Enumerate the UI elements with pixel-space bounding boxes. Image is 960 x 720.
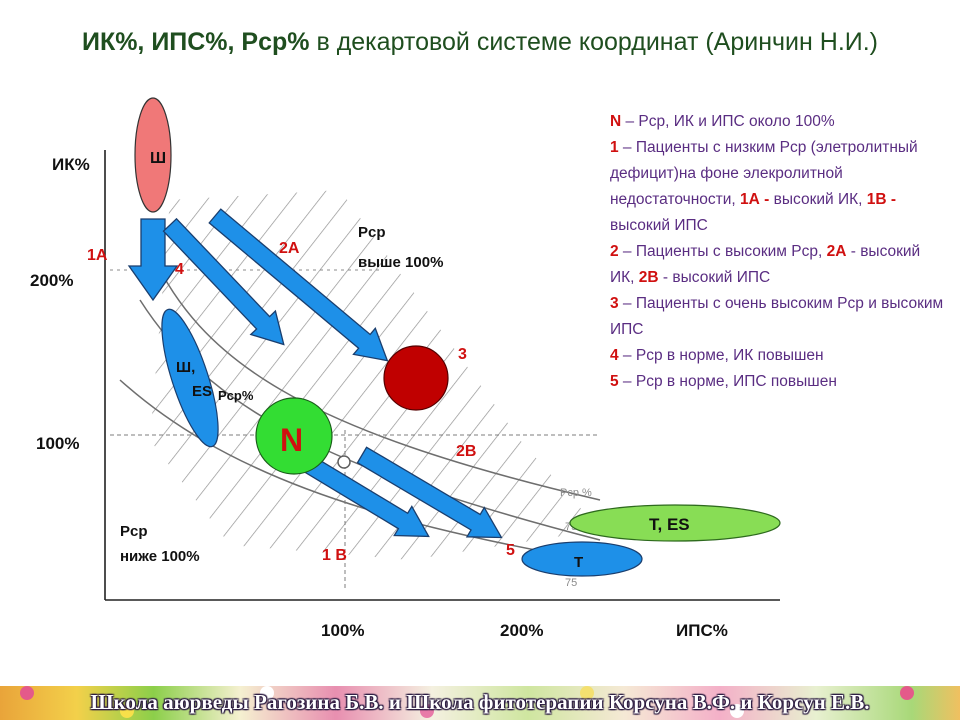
y-tick-100: 100% [36, 434, 79, 453]
legend-text: - высокий ИПС [658, 269, 771, 286]
arrow-2a [208, 208, 389, 362]
region-below-line2: ниже 100% [120, 548, 200, 565]
arrow-4 [162, 217, 285, 346]
region-below-line1: Рср [120, 523, 148, 540]
flower-icon [20, 686, 34, 700]
arrow-label-1b: 1 В [322, 547, 347, 564]
legend-item-5: 5 – Рср в норме, ИПС повышен [610, 369, 945, 395]
legend-text: – Пациенты с низким Рср (элетролитный де… [610, 139, 918, 208]
arrow-label-4: 4 [175, 261, 184, 278]
region-above-line1: Рср [358, 224, 386, 241]
legend-key: 2В [638, 269, 659, 286]
y-axis-label: ИК% [52, 155, 90, 174]
slide-title: ИК%, ИПС%, Рср% в декартовой системе коо… [0, 28, 960, 57]
flower-icon [580, 686, 594, 700]
nomogram-background: Рср % 75 75 [110, 190, 601, 590]
node-sh-es-label2: ES [192, 383, 212, 400]
legend-text: – Рср, ИК и ИПС около 100% [621, 113, 835, 130]
footer-text: Школа аюрведы Рагозина Б.В. и Школа фито… [90, 690, 870, 714]
node-t-label: T [574, 554, 583, 571]
arrow-label-1a: 1А [87, 247, 108, 264]
legend-panel: N – Рср, ИК и ИПС около 100% 1 – Пациент… [610, 109, 945, 395]
arrow-1b [296, 451, 430, 538]
flower-icon [730, 704, 744, 718]
legend-text: - высокий ИК, [610, 243, 921, 286]
legend-text: – Рср в норме, ИК повышен [618, 347, 824, 364]
flower-icon [420, 704, 434, 718]
legend-item-3: 3 – Пациенты с очень высоким Рср и высок… [610, 291, 945, 343]
y-tick-200: 200% [30, 271, 73, 290]
legend-text: высокий ИПС [610, 217, 708, 234]
x-tick-200: 200% [500, 621, 543, 640]
legend-text: – Пациенты с очень высоким Рср и высоким… [610, 295, 944, 338]
n-circle [255, 397, 333, 475]
cartesian-diagram: Рср % 75 75 ИК% 200% 100% 100% 200% ИПС%… [30, 97, 781, 640]
flower-icon [120, 704, 134, 718]
region-mid: Рср% [218, 388, 254, 403]
node-n-label: N [280, 422, 303, 458]
legend-text: – Пациенты с высоким Рср, [618, 243, 827, 260]
faint-label-3: 75 [565, 577, 577, 589]
flower-icon [900, 686, 914, 700]
arrow-2b [356, 446, 503, 539]
flower-icon [260, 686, 274, 700]
title-bold: ИК%, ИПС%, Рср% [81, 28, 310, 56]
legend-item-n: N – Рср, ИК и ИПС около 100% [610, 109, 945, 135]
title-rest: в декартовой системе координат (Аринчин … [309, 28, 879, 56]
node-t-es-label: T, ES [649, 515, 690, 534]
legend-key: 5 [610, 373, 619, 390]
arrow-label-5: 5 [506, 542, 515, 559]
legend-item-2: 2 – Пациенты с высоким Рср, 2А - высокий… [610, 239, 945, 291]
legend-key: N [610, 113, 622, 130]
arrow-label-2b: 2В [456, 443, 476, 460]
sh-es-ellipse [161, 308, 219, 448]
legend-text: – Рср в норме, ИПС повышен [618, 373, 837, 390]
legend-key: 1В - [866, 191, 897, 208]
x-axis-label: ИПС% [676, 621, 728, 640]
legend-key: 2А [826, 243, 847, 260]
axes [104, 150, 780, 601]
arrow-label-3: 3 [458, 346, 467, 363]
x-tick-100: 100% [321, 621, 364, 640]
legend-text: высокий ИК, [769, 191, 867, 208]
legend-key: 1 [610, 139, 619, 156]
legend-key: 4 [610, 347, 619, 364]
arrow-label-2a: 2А [279, 240, 300, 257]
region-above-line2: выше 100% [358, 254, 443, 271]
node-sh-label: Ш [150, 150, 166, 167]
node-sh-es-label1: Ш, [176, 359, 195, 376]
legend-key: 1А - [740, 191, 770, 208]
arrow-1a [127, 218, 179, 302]
sh-ellipse [134, 97, 172, 213]
legend-item-1: 1 – Пациенты с низким Рср (элетролитный … [610, 135, 945, 239]
footer-banner: Школа аюрведы Рагозина Б.В. и Школа фито… [0, 686, 960, 720]
faint-label-1: Рср % [560, 487, 592, 499]
t-es-ellipse [569, 504, 781, 542]
t-ellipse [521, 541, 643, 577]
circle-3 [383, 345, 449, 411]
arrows [127, 208, 503, 539]
legend-item-4: 4 – Рср в норме, ИК повышен [610, 343, 945, 369]
legend-key: 3 [610, 295, 619, 312]
legend-key: 2 [610, 243, 619, 260]
